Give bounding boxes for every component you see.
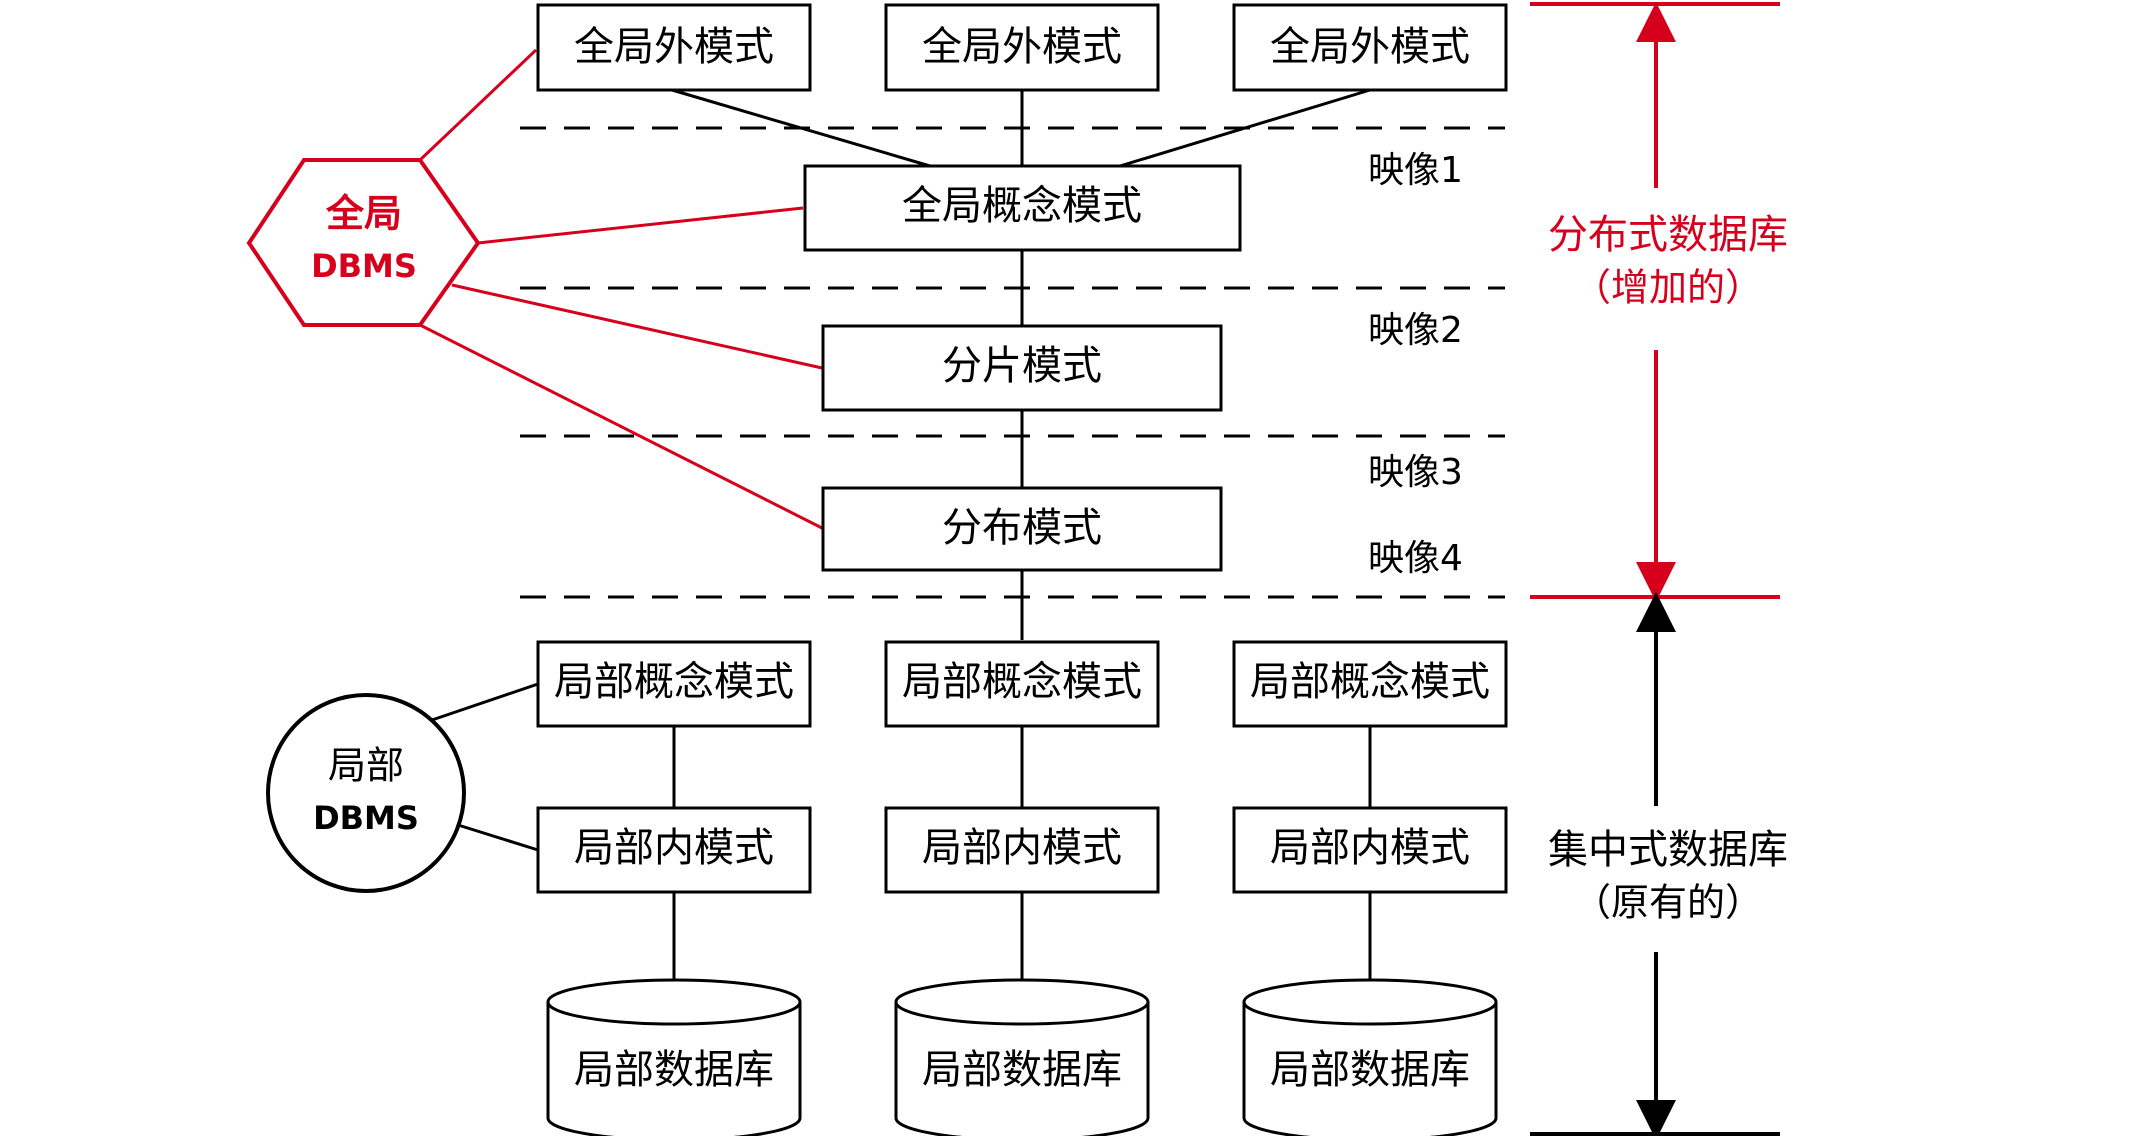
global-external-schema-3-label: 全局外模式 xyxy=(1270,24,1470,70)
local-dbms-circle: 局部 DBMS xyxy=(266,693,466,893)
distributed-db-label-line2: （增加的） xyxy=(1573,266,1763,310)
connector-external-1 xyxy=(671,88,931,168)
global-external-schema-1-label: 全局外模式 xyxy=(574,24,774,70)
local-dbms-link-internal xyxy=(457,823,539,852)
global-dbms-link-allocation xyxy=(419,323,823,530)
fragmentation-schema-label: 分片模式 xyxy=(942,343,1102,389)
mapping-label-1: 映像1 xyxy=(1368,150,1463,191)
local-dbms-label-line2: DBMS xyxy=(313,799,419,837)
local-database-2-label: 局部数据库 xyxy=(922,1047,1122,1093)
global-dbms-link-conceptual xyxy=(477,206,804,245)
connector-external-3 xyxy=(1119,88,1371,168)
allocation-schema: 分布模式 xyxy=(821,486,1223,572)
distributed-db-label-line1: 分布式数据库 xyxy=(1548,212,1788,258)
local-database-1-label: 局部数据库 xyxy=(574,1047,774,1093)
global-external-schema-3: 全局外模式 xyxy=(1232,3,1508,92)
local-database-3-label: 局部数据库 xyxy=(1270,1047,1470,1093)
local-site-3: 局部概念模式 局部内模式 局部数据库 xyxy=(1232,640,1508,1136)
mapping-label-2: 映像2 xyxy=(1368,310,1463,351)
centralized-db-label-line2: （原有的） xyxy=(1573,881,1763,925)
local-database-cylinder-2: 局部数据库 xyxy=(894,978,1150,1136)
mapping-label-3: 映像3 xyxy=(1368,452,1463,493)
centralized-db-label-line1: 集中式数据库 xyxy=(1548,827,1788,873)
local-dbms-label-line1: 局部 xyxy=(328,744,404,788)
global-dbms-link-fragmentation xyxy=(451,283,823,370)
global-external-schema-2-label: 全局外模式 xyxy=(922,24,1122,70)
local-site-1: 局部概念模式 局部内模式 局部数据库 xyxy=(536,640,812,1136)
local-conceptual-schema-2: 局部概念模式 xyxy=(902,659,1142,705)
local-internal-schema-1: 局部内模式 xyxy=(574,825,774,871)
global-external-schema-1: 全局外模式 xyxy=(536,3,812,92)
local-database-cylinder-1: 局部数据库 xyxy=(546,978,802,1136)
global-conceptual-schema: 全局概念模式 xyxy=(803,164,1242,252)
local-conceptual-schema-1: 局部概念模式 xyxy=(554,659,794,705)
local-conceptual-schema-3: 局部概念模式 xyxy=(1250,659,1490,705)
global-dbms-hexagon: 全局 DBMS xyxy=(246,158,481,327)
local-internal-schema-2: 局部内模式 xyxy=(922,825,1122,871)
mapping-label-4: 映像4 xyxy=(1368,538,1463,579)
global-dbms-label-line1: 全局 xyxy=(325,192,402,236)
global-dbms-label-line2: DBMS xyxy=(311,247,417,285)
local-dbms-link-conceptual xyxy=(431,682,539,722)
allocation-schema-label: 分布模式 xyxy=(942,505,1102,551)
local-site-2: 局部概念模式 局部内模式 局部数据库 xyxy=(884,640,1160,1136)
global-external-schema-2: 全局外模式 xyxy=(884,3,1160,92)
local-database-cylinder-3: 局部数据库 xyxy=(1242,978,1498,1136)
fragmentation-schema: 分片模式 xyxy=(821,324,1223,412)
global-dbms-link-external xyxy=(418,48,538,162)
global-conceptual-schema-label: 全局概念模式 xyxy=(902,183,1142,229)
local-internal-schema-3: 局部内模式 xyxy=(1270,825,1470,871)
